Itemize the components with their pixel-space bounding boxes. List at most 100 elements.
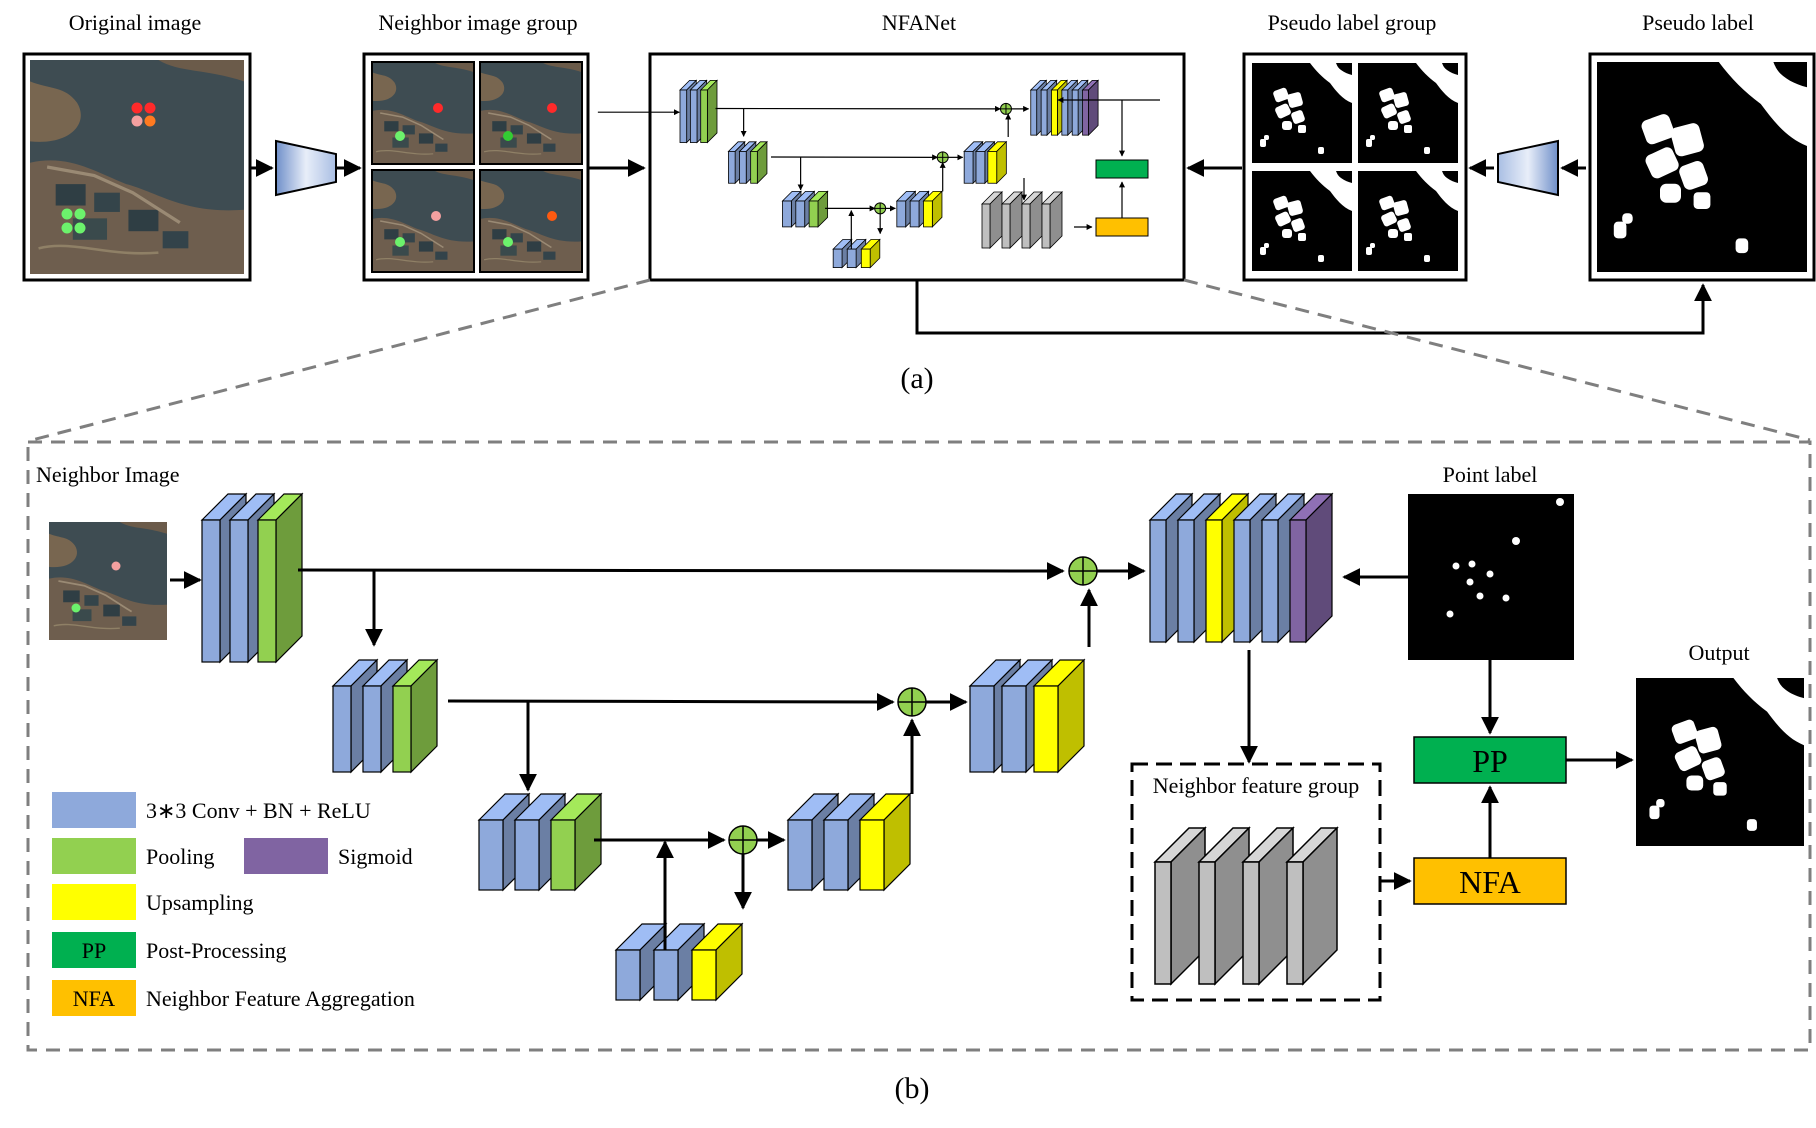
output-label: Output [1688, 640, 1749, 665]
mini-dec-3-slab-1-front [896, 200, 907, 228]
enc-block-2-slab-2-front [362, 685, 382, 773]
legend-item-upsample: Upsampling [52, 884, 254, 920]
feature-map-1 [1153, 826, 1207, 986]
enc-block-3-slab-3 [549, 792, 603, 892]
sampler-trapezoid-right [1497, 139, 1559, 197]
point-label-points [1446, 498, 1564, 618]
legend-swatch-pp [52, 932, 136, 968]
dec-block-1-slab-3-front [1205, 519, 1223, 643]
feature-map-4 [1285, 826, 1339, 986]
mini-pp-block [1095, 159, 1149, 179]
legend-swatch-nfa [52, 980, 136, 1016]
dec-block-1-slab-4-front [1233, 519, 1251, 643]
mini-enc-2-slab-2-front [739, 151, 747, 184]
pseudo-label-image [1597, 62, 1807, 272]
dec-block-3 [786, 792, 912, 892]
feature-map-4-front [1286, 861, 1304, 985]
arrow-feature-group-to-nfa [1378, 872, 1412, 890]
dec-block-1-slab-2-front [1177, 519, 1195, 643]
panel-a: Original image Neighbor image group NFAN [22, 10, 1816, 395]
mini-dec-3-slab-2-front [909, 200, 920, 228]
mini-feature-1 [981, 191, 1003, 249]
mini-dec-1-slab-5-front [1071, 89, 1079, 136]
mini-dec-3-slab-3-front [923, 200, 933, 228]
mini-enc-1-slab-2-front [689, 89, 698, 143]
mini-feature-1-front [981, 203, 991, 249]
mini-dec-1 [1029, 79, 1100, 137]
original-image [30, 60, 244, 274]
nfanet-mini-network [597, 79, 1160, 269]
pp-block [1413, 736, 1567, 784]
mini-dec-1-slab-3-front [1051, 89, 1058, 136]
enc-block-1-slab-2-front [229, 519, 249, 663]
legend-swatch-pool [52, 838, 136, 874]
skip-1 [297, 561, 1065, 580]
legend-swatch-upsample [52, 884, 136, 920]
legend-label-conv: 3∗3 Conv + BN + ReLU [146, 798, 371, 823]
dec-block-2-slab-3 [1032, 658, 1086, 774]
pseudo-label-4 [1358, 170, 1458, 272]
mini-dec-1-slab-1-front [1030, 89, 1038, 136]
mini-dec-1-slab-6-side [1088, 79, 1099, 137]
original-image-points [61, 102, 156, 234]
dec-block-2-slab-1-front [969, 685, 995, 773]
enc-block-3-slab-3-front [550, 819, 576, 891]
dec-block-3-slab-1-front [787, 819, 813, 891]
mini-bottleneck-slab-2-front [846, 248, 857, 269]
neighbor-image [48, 522, 168, 640]
mini-dec-1-slab-4-front [1061, 89, 1069, 136]
feature-map-2-front [1198, 861, 1216, 985]
mini-enc-3-slab-1-front [782, 200, 792, 228]
legend-item-conv: 3∗3 Conv + BN + ReLU [52, 792, 371, 828]
mini-sum-1 [999, 102, 1012, 115]
dec-block-2-slab-2-front [1001, 685, 1027, 773]
pseudo-label-frame [1588, 52, 1816, 282]
bottleneck-block-slab-2-front [653, 949, 679, 1001]
nfanet-detailed-network [170, 492, 1334, 1002]
mini-dec-1-slab-2-front [1040, 89, 1048, 136]
mini-enc-3 [781, 190, 829, 228]
dec-block-2-slab-3-front [1033, 685, 1059, 773]
legend-label-pp: Post-Processing [146, 938, 287, 963]
mini-enc-1-slab-3-front [700, 89, 708, 143]
sum-node-2 [897, 687, 927, 717]
legend-swatch-sigmoid [244, 838, 328, 874]
mini-feature-2-front [1001, 203, 1011, 249]
mini-enc-2 [727, 140, 768, 185]
caption-b: (b) [895, 1072, 930, 1105]
neighbor-feature-group-label: Neighbor feature group [1153, 773, 1359, 798]
pp-block-label: PP [1472, 743, 1508, 779]
enc-block-1-slab-3-side [275, 492, 303, 664]
mini-bottleneck-slab-3 [860, 238, 881, 269]
dec-block-3-slab-3-front [859, 819, 885, 891]
panel-b: Neighbor Image Point label Output Neighb… [26, 440, 1812, 1105]
mini-feature-3-front [1021, 203, 1031, 249]
enc-block-3-slab-1-front [478, 819, 504, 891]
panel-b-frame [26, 440, 1812, 1052]
dec-block-1-slab-6-side [1305, 492, 1333, 644]
mini-nfa-block [1095, 217, 1149, 237]
legend-item-sigmoid: Sigmoid [244, 838, 413, 874]
legend: 3∗3 Conv + BN + ReLU Pooling SigmoidUpsamp… [52, 792, 415, 1016]
bottleneck-block-slab-1-front [615, 949, 641, 1001]
feature-map-3-front [1242, 861, 1260, 985]
feature-map-1-front [1154, 861, 1172, 985]
mini-enc-2-slab-3-front [750, 151, 758, 184]
legend-swatch-text-nfa: NFA [73, 986, 115, 1011]
mini-feature-3 [1021, 191, 1043, 249]
enc-block-2-slab-3-front [392, 685, 412, 773]
pseudo-label-group-frame [1242, 52, 1468, 282]
bottleneck-block [614, 922, 744, 1002]
arrow-nfanet-to-pseudo-label [915, 280, 1712, 335]
legend-item-pool: Pooling [52, 838, 214, 874]
nfanet-label: NFANet [882, 10, 956, 35]
sum-node-1 [1068, 556, 1098, 586]
mini-feature-2 [1001, 191, 1023, 249]
mini-feature-4-front [1041, 203, 1051, 249]
neighbor-image-group-label: Neighbor image group [378, 10, 577, 35]
original-image-label: Original image [69, 10, 202, 35]
mini-sum-2 [936, 151, 949, 164]
dec-block-1-slab-5-front [1261, 519, 1279, 643]
legend-label-pool: Pooling [146, 844, 214, 869]
